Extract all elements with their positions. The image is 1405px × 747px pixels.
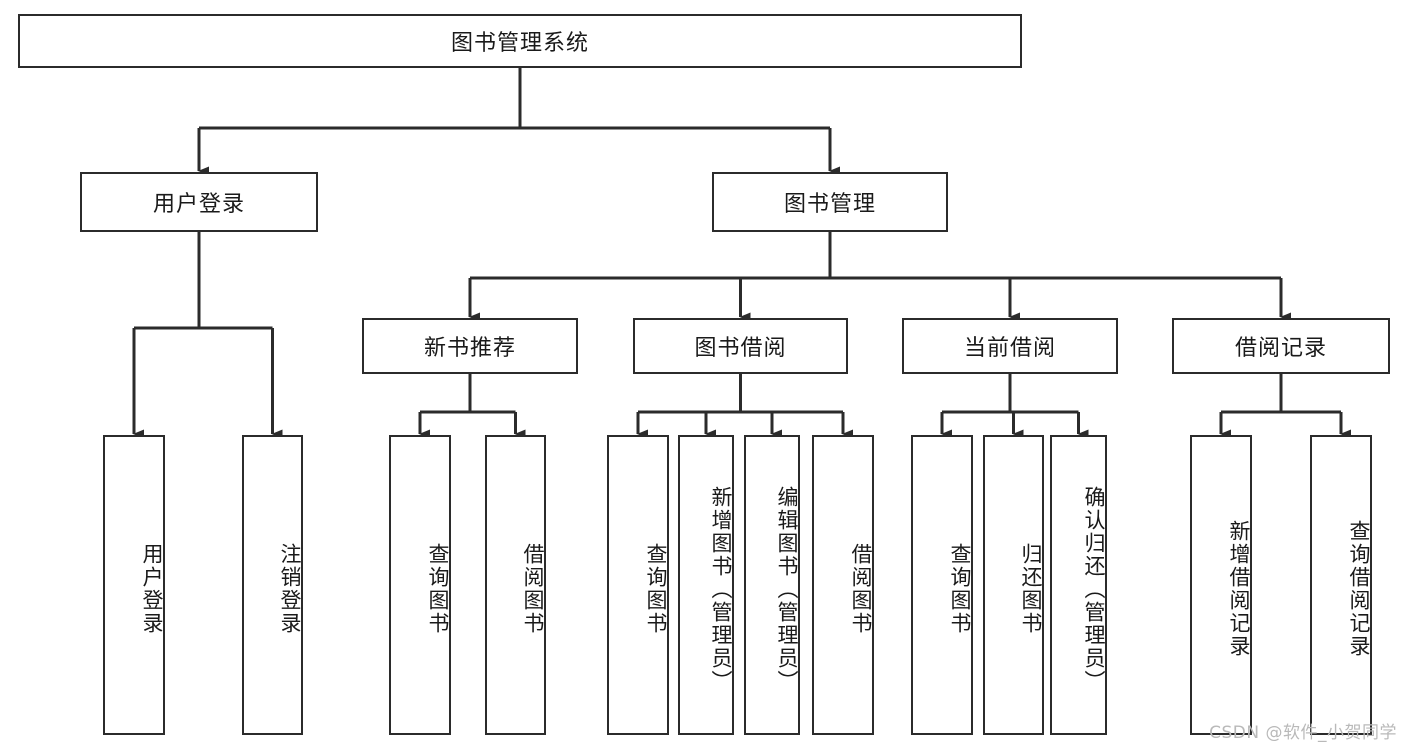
node-label: 借阅记录 — [1234, 336, 1327, 361]
node-leaf-current-query[interactable]: 查询图书 — [911, 435, 973, 735]
node-leaf-borrow-lend[interactable]: 借阅图书 — [812, 435, 874, 735]
node-label: 借阅图书 — [521, 543, 545, 635]
node-level2-book[interactable]: 图书管理 — [712, 172, 948, 232]
node-leaf-borrow-add[interactable]: 新增图书（管理员） — [678, 435, 734, 735]
node-label: 借阅图书 — [849, 543, 873, 635]
edge-paths — [132, 68, 1351, 439]
node-label: 图书管理 — [783, 192, 876, 217]
node-label: 注销登录 — [278, 543, 302, 635]
node-label: 归还图书 — [1019, 543, 1043, 635]
node-leaf-borrow-edit[interactable]: 编辑图书（管理员） — [744, 435, 800, 735]
node-label: 图书管理系统 — [450, 31, 589, 56]
node-leaf-user-logout[interactable]: 注销登录 — [242, 435, 303, 735]
node-label: 查询图书 — [644, 543, 668, 635]
node-label: 用户登录 — [140, 543, 164, 635]
node-leaf-user-login[interactable]: 用户登录 — [103, 435, 165, 735]
node-level3-borrow[interactable]: 图书借阅 — [633, 318, 848, 374]
node-leaf-current-return[interactable]: 归还图书 — [983, 435, 1044, 735]
node-label: 当前借阅 — [963, 336, 1056, 361]
node-level2-user[interactable]: 用户登录 — [80, 172, 318, 232]
node-leaf-newbook-query[interactable]: 查询图书 — [389, 435, 451, 735]
node-label: 查询借阅记录 — [1347, 520, 1371, 658]
node-leaf-record-query[interactable]: 查询借阅记录 — [1310, 435, 1372, 735]
node-level3-newbook[interactable]: 新书推荐 — [362, 318, 578, 374]
watermark-label: CSDN @软件_小贺同学 — [1209, 723, 1397, 743]
node-label: 编辑图书（管理员） — [775, 485, 799, 693]
node-level3-current[interactable]: 当前借阅 — [902, 318, 1118, 374]
node-root[interactable]: 图书管理系统 — [18, 14, 1022, 68]
node-label: 图书借阅 — [694, 336, 787, 361]
node-label: 查询图书 — [948, 543, 972, 635]
node-label: 新书推荐 — [423, 336, 516, 361]
node-leaf-newbook-borrow[interactable]: 借阅图书 — [485, 435, 546, 735]
node-label: 查询图书 — [426, 543, 450, 635]
node-leaf-borrow-query[interactable]: 查询图书 — [607, 435, 669, 735]
node-label: 用户登录 — [152, 192, 245, 217]
node-label: 确认归还（管理员） — [1082, 485, 1106, 693]
node-label: 新增借阅记录 — [1227, 520, 1251, 658]
node-leaf-record-add[interactable]: 新增借阅记录 — [1190, 435, 1252, 735]
node-leaf-current-confirm[interactable]: 确认归还（管理员） — [1050, 435, 1107, 735]
node-level3-record[interactable]: 借阅记录 — [1172, 318, 1390, 374]
node-label: 新增图书（管理员） — [709, 485, 733, 693]
